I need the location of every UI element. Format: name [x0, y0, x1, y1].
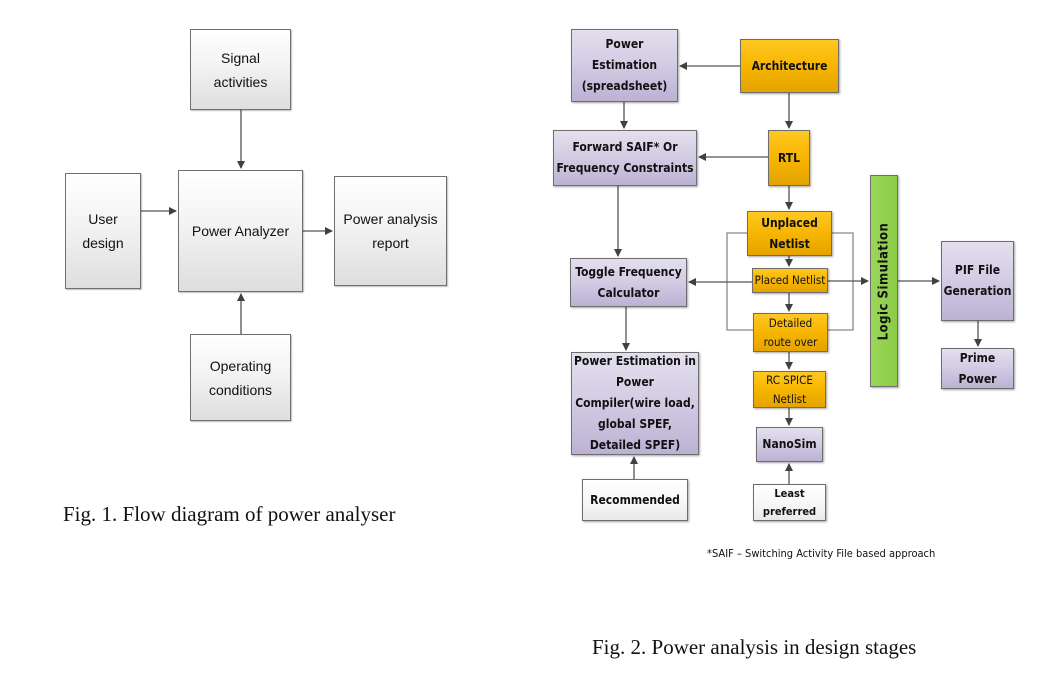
node-architecture: Architecture	[740, 39, 839, 93]
node-prime-power: Prime Power	[941, 348, 1014, 389]
node-operating-conditions: Operating conditions	[190, 334, 291, 421]
node-rc-spice-netlist: RC SPICE Netlist	[753, 371, 826, 408]
fig1-caption: Fig. 1. Flow diagram of power analyser	[63, 502, 396, 526]
node-power-analysis-report: Power analysis report	[334, 176, 447, 286]
node-signal-activities: Signal activities	[190, 29, 291, 110]
node-placed-netlist: Placed Netlist	[752, 268, 828, 293]
fig2-caption: Fig. 2. Power analysis in design stages	[592, 635, 917, 659]
saif-footnote: *SAIF – Switching Activity File based ap…	[707, 547, 936, 560]
node-user-design: User design	[65, 173, 141, 289]
node-recommended: Recommended	[582, 479, 688, 521]
node-toggle-frequency-calculator: Toggle Frequency Calculator	[570, 258, 687, 307]
node-forward-saif: Forward SAIF* Or Frequency Constraints	[553, 130, 697, 186]
node-power-estimation-compiler: Power Estimation in Power Compiler(wire …	[571, 352, 699, 455]
node-pif-file-generation: PIF File Generation	[941, 241, 1014, 321]
node-unplaced-netlist: Unplaced Netlist	[747, 211, 832, 256]
node-logic-simulation: Logic Simulation	[870, 175, 898, 387]
node-power-estimation-spreadsheet: Power Estimation (spreadsheet)	[571, 29, 678, 102]
logic-simulation-label: Logic Simulation	[876, 222, 892, 340]
node-detailed-route-over: Detailed route over	[753, 313, 828, 352]
node-rtl: RTL	[768, 130, 810, 186]
node-nanosim: NanoSim	[756, 427, 823, 462]
node-least-preferred: Least preferred	[753, 484, 826, 521]
node-power-analyzer: Power Analyzer	[178, 170, 303, 292]
